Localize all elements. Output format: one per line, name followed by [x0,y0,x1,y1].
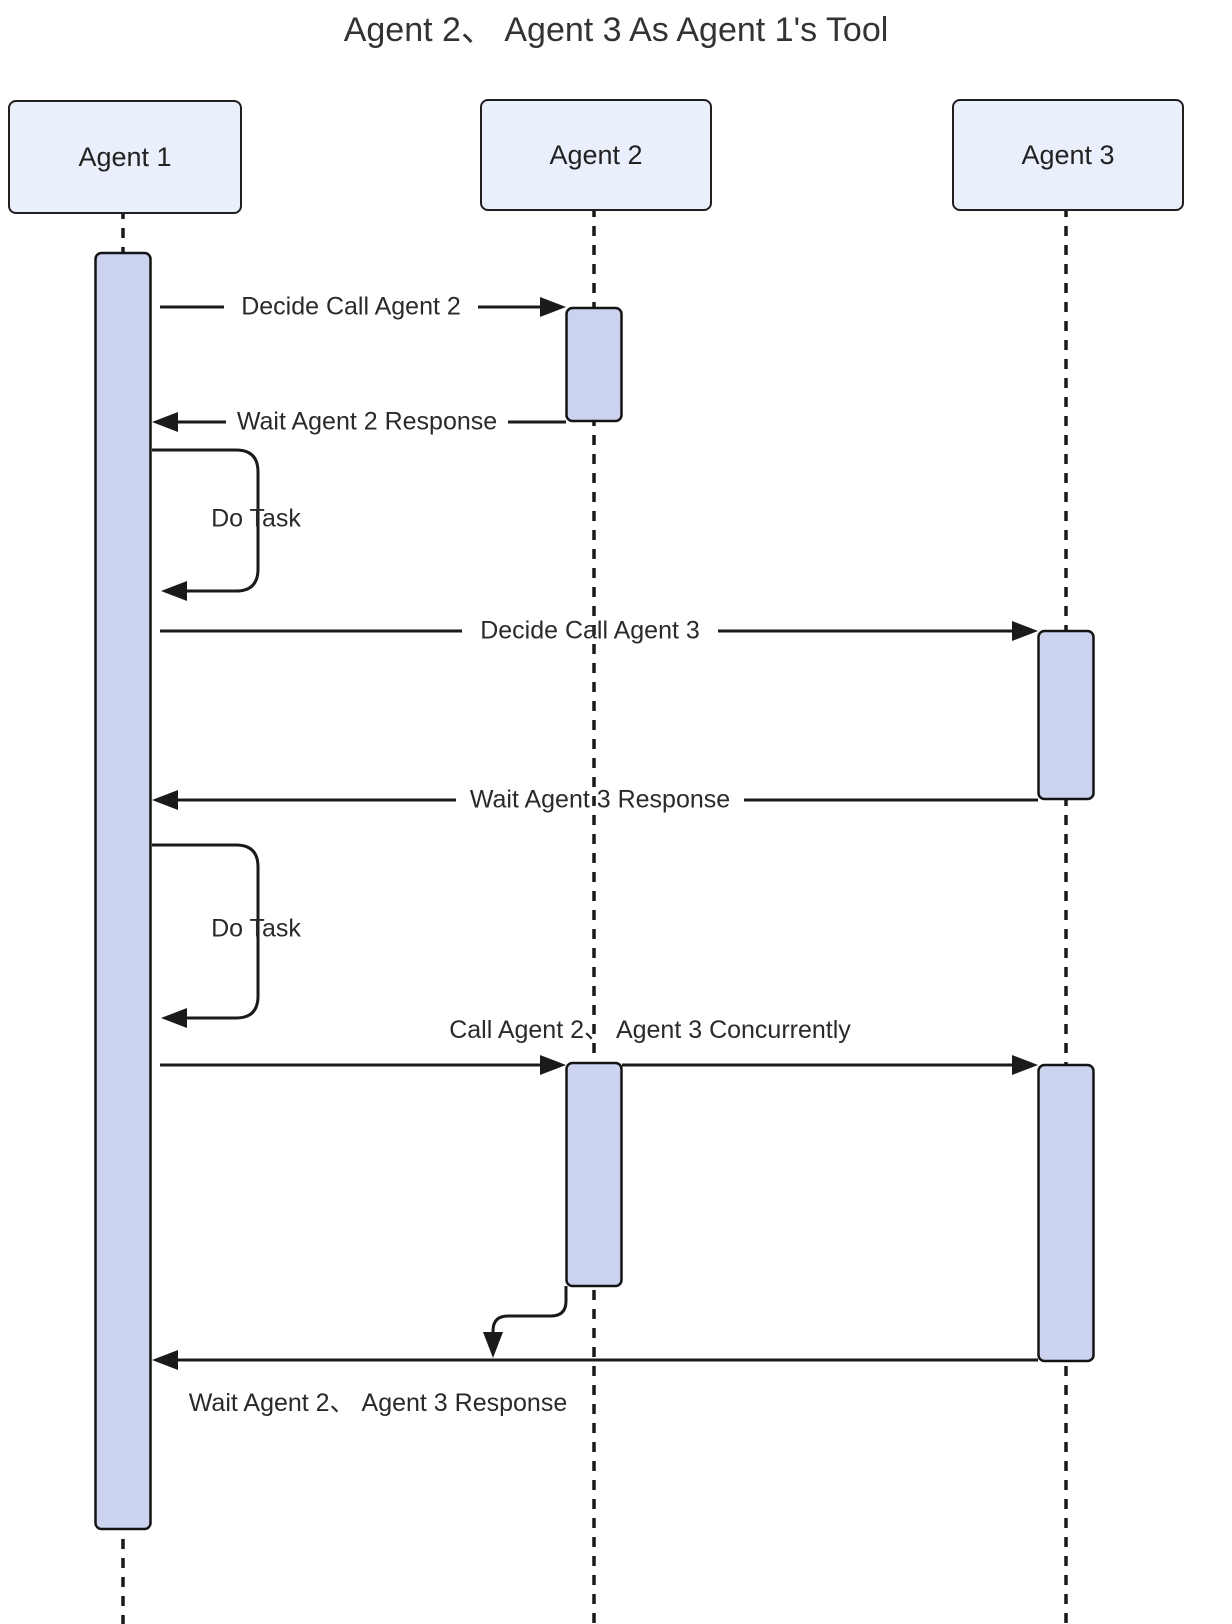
msg2-arrowhead [152,412,178,432]
selfloop2-label: Do Task [211,914,301,943]
selfloop1-arrowhead [161,581,187,601]
selfloop1-label: Do Task [211,504,301,533]
actor-box-agent3: Agent 3 [952,99,1184,211]
msg8-hook-arrowhead [483,1332,503,1358]
actor-label-agent3: Agent 3 [1021,139,1115,170]
selfloop2-path [152,843,260,1020]
activation-agent2-second [565,1061,623,1288]
actor-box-agent2: Agent 2 [480,99,712,211]
msg7-arrowhead-agent3 [1012,1055,1038,1075]
msg4-label: Decide Call Agent 3 [480,616,700,645]
selfloop2-arrowhead [161,1008,187,1028]
activation-agent1-main [94,251,152,1531]
msg8-join-hook [491,1286,568,1336]
activation-agent3-second [1037,1063,1095,1363]
actor-label-agent1: Agent 1 [78,141,172,172]
msg5-label: Wait Agent 3 Response [469,785,731,814]
msg7-label: Call Agent 2、 Agent 3 Concurrently [449,1016,851,1044]
actor-box-agent1: Agent 1 [8,100,242,214]
diagram-title: Agent 2、 Agent 3 As Agent 1's Tool [343,11,889,49]
msg7-arrowhead-agent2 [540,1055,566,1075]
selfloop1-path [152,448,260,593]
msg8-arrowhead [152,1350,178,1370]
msg2-label: Wait Agent 2 Response [236,407,498,436]
actor-label-agent2: Agent 2 [549,139,643,170]
msg1-label: Decide Call Agent 2 [241,292,461,321]
msg4-arrowhead [1012,621,1038,641]
msg1-arrowhead [540,297,566,317]
activation-agent3-first [1037,629,1095,801]
activation-agent2-first [565,306,623,423]
msg5-arrowhead [152,790,178,810]
msg8-label: Wait Agent 2、 Agent 3 Response [188,1389,568,1417]
